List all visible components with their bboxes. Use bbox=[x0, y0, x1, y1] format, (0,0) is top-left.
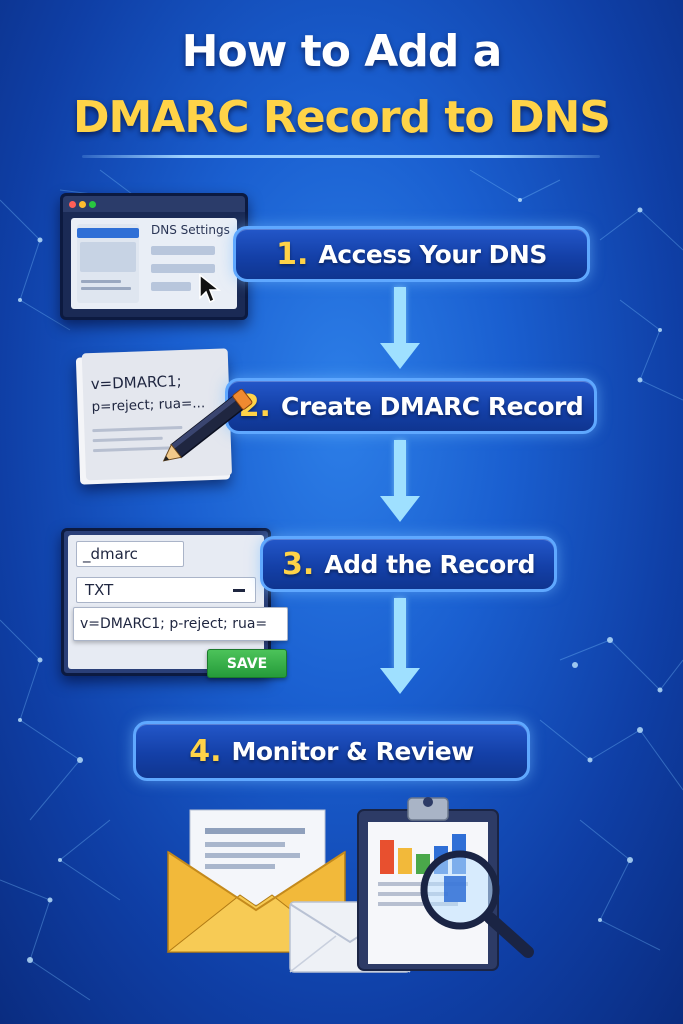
settings-field bbox=[151, 282, 191, 291]
pencil-icon bbox=[162, 388, 253, 462]
close-dot-icon bbox=[69, 201, 76, 208]
record-type-select[interactable]: TXT bbox=[76, 577, 256, 603]
settings-field bbox=[151, 264, 215, 273]
maximize-dot-icon bbox=[89, 201, 96, 208]
settings-field bbox=[151, 246, 215, 255]
window-titlebar bbox=[63, 196, 245, 212]
minimize-dot-icon bbox=[79, 201, 86, 208]
down-arrow-icon bbox=[380, 440, 420, 524]
step-2-pill: 2. Create DMARC Record bbox=[225, 378, 597, 434]
step-label: Monitor & Review bbox=[231, 736, 475, 766]
sidebar-line bbox=[81, 287, 131, 290]
step-label: Add the Record bbox=[324, 549, 535, 579]
cursor-icon bbox=[199, 274, 222, 304]
step-label: Create DMARC Record bbox=[280, 391, 584, 421]
dropdown-caret-icon bbox=[233, 589, 245, 592]
magnifier-icon bbox=[420, 850, 534, 958]
down-arrow-icon bbox=[380, 598, 420, 696]
sidebar-line bbox=[81, 280, 121, 283]
add-record-form: _dmarc TXT bbox=[61, 528, 271, 676]
sidebar-selected-item bbox=[77, 228, 139, 238]
step-label: Access Your DNS bbox=[318, 239, 547, 269]
step-1-pill: 1. Access Your DNS bbox=[233, 226, 590, 282]
step-number: 3. bbox=[282, 546, 315, 582]
monitor-review-illustration bbox=[166, 797, 534, 973]
record-type-value: TXT bbox=[85, 581, 114, 599]
title-line-2: DMARC Record to DNS bbox=[72, 92, 611, 143]
dns-settings-label: DNS Settings bbox=[151, 223, 230, 237]
form-body: _dmarc TXT bbox=[68, 535, 264, 669]
sidebar-block bbox=[80, 242, 136, 272]
step-4-pill: 4. Monitor & Review bbox=[133, 721, 530, 781]
step-number: 1. bbox=[276, 236, 309, 272]
save-button[interactable]: SAVE bbox=[207, 649, 287, 678]
settings-sidebar bbox=[77, 224, 139, 303]
title-divider bbox=[82, 155, 600, 158]
dns-settings-window: DNS Settings bbox=[60, 193, 248, 320]
step-number: 4. bbox=[189, 733, 222, 769]
window-content: DNS Settings bbox=[71, 218, 237, 309]
step-3-pill: 3. Add the Record bbox=[260, 536, 557, 592]
record-value-input[interactable]: v=DMARC1; p-reject; rua= bbox=[73, 607, 288, 641]
down-arrow-icon bbox=[380, 287, 420, 371]
record-name-input[interactable]: _dmarc bbox=[76, 541, 184, 567]
title-line-1: How to Add a bbox=[181, 26, 503, 77]
